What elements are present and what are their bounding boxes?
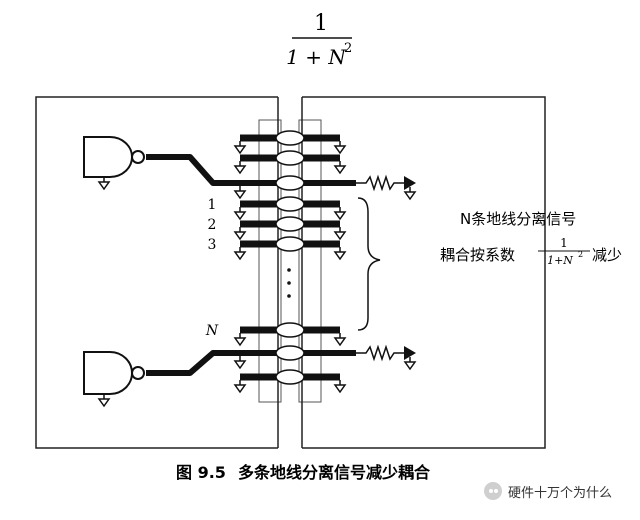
ground-pin-row [234, 216, 346, 240]
connector-block [258, 97, 322, 448]
row-label-n: N [205, 323, 219, 339]
formula-exponent: 2 [344, 41, 352, 56]
watermark: 硬件十万个为什么 [484, 480, 612, 502]
signal-end-arrow-top [404, 176, 416, 190]
signal-end-arrow-bottom [404, 346, 416, 360]
ground-pin-row [234, 130, 346, 154]
curly-brace [357, 197, 381, 331]
caption-text: 多条地线分离信号减少耦合 [238, 463, 431, 482]
ground-pin-row [234, 150, 346, 174]
ground-pin-row [234, 322, 346, 346]
resistor-top [356, 174, 404, 192]
resistor-bottom [356, 344, 404, 362]
formula-denominator: 1 + N [286, 45, 347, 69]
ground-pin-row [234, 196, 346, 220]
annotation-line1: N条地线分离信号 [460, 210, 576, 228]
annotation-line2-prefix: 耦合按系数 [440, 246, 515, 264]
connector-right-column [298, 119, 322, 403]
row-label-2: 2 [208, 217, 217, 233]
ground-pin-row [234, 369, 346, 393]
right-frame [302, 96, 546, 449]
vertical-ellipsis [287, 268, 291, 298]
nand-gate-bottom [83, 351, 145, 407]
formula-numerator: 1 [314, 11, 328, 36]
connector-left-column [258, 119, 282, 403]
watermark-text: 硬件十万个为什么 [508, 485, 613, 501]
chat-logo-icon [484, 482, 502, 500]
figure-caption: 图 9.5 多条地线分离信号减少耦合 [176, 463, 431, 482]
annotation-line2-suffix: 减少 [592, 246, 622, 264]
signal-trace-bottom [146, 344, 416, 376]
signal-trace-top [146, 154, 416, 200]
top-formula: 1 1 + N 2 [286, 11, 352, 69]
row-label-1: 1 [208, 197, 217, 213]
outer-frame [35, 96, 546, 449]
row-labels: 1 2 3 N [205, 197, 219, 339]
caption-number: 图 9.5 [176, 463, 226, 482]
left-frame [35, 96, 278, 449]
row-label-3: 3 [208, 237, 217, 253]
nand-gate-top [83, 136, 145, 190]
ground-pins [234, 130, 346, 393]
annotation-frac-denominator: 1+N [547, 254, 573, 267]
ground-pin-row [234, 236, 346, 260]
annotation: N条地线分离信号 耦合按系数 1 1+N 2 减少 [440, 210, 622, 267]
annotation-frac-numerator: 1 [560, 236, 568, 250]
annotation-frac-exponent: 2 [578, 250, 583, 259]
